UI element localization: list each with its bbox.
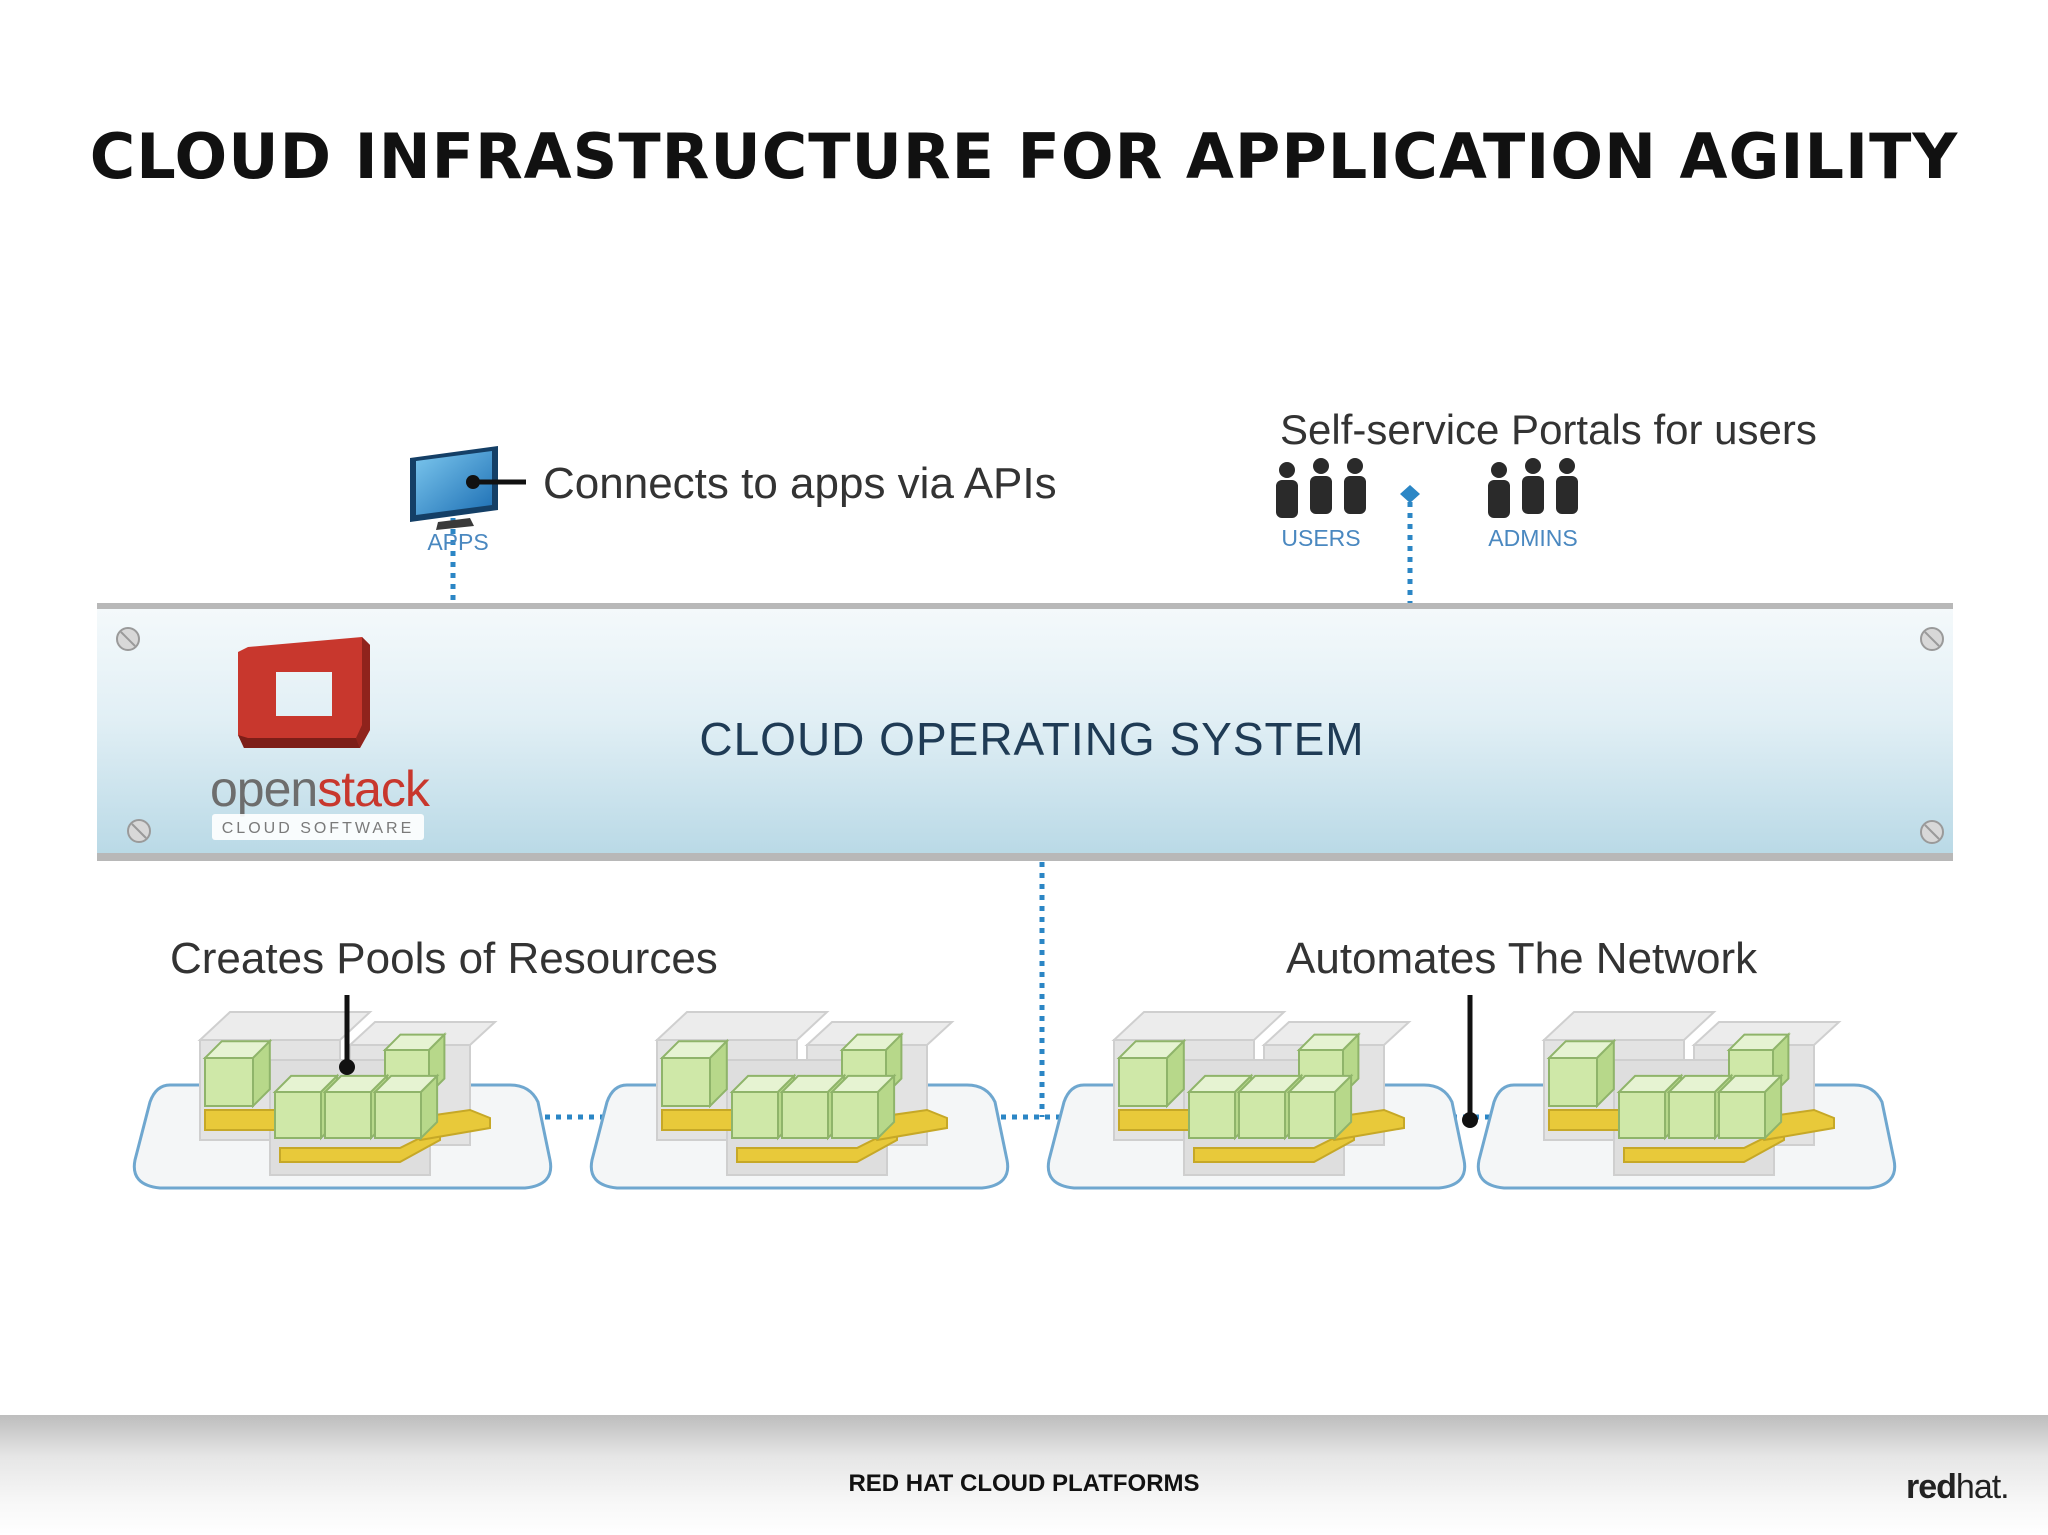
core-label: CLOUD OPERATING SYSTEM bbox=[699, 713, 1364, 765]
pools-callout-dot bbox=[339, 1059, 355, 1075]
portal-connector-diamond bbox=[1400, 485, 1420, 503]
openstack-tagline: CLOUD SOFTWARE bbox=[222, 820, 415, 837]
pools-callout: Creates Pools of Resources bbox=[170, 934, 718, 983]
cube-icon bbox=[829, 1073, 897, 1141]
footer-text: RED HAT CLOUD PLATFORMS bbox=[848, 1470, 1200, 1497]
slide-title: CLOUD INFRASTRUCTURE FOR APPLICATION AGI… bbox=[89, 120, 1959, 193]
network-callout: Automates The Network bbox=[1286, 934, 1758, 983]
footer-band bbox=[0, 1415, 2048, 1535]
openstack-logo: openstack CLOUD SOFTWARE bbox=[210, 637, 432, 840]
portals-callout: Self-service Portals for users bbox=[1280, 406, 1817, 453]
resource-pool bbox=[589, 1011, 1010, 1190]
apps-callout-dot bbox=[466, 475, 480, 489]
users-label: USERS bbox=[1281, 525, 1360, 551]
network-callout-dot bbox=[1462, 1112, 1478, 1128]
person-icon bbox=[1556, 458, 1578, 514]
cube-icon bbox=[202, 1038, 273, 1109]
person-icon bbox=[1276, 462, 1298, 518]
svg-text:openstack: openstack bbox=[210, 761, 431, 817]
openstack-mark-icon bbox=[238, 637, 370, 748]
resource-pool bbox=[1476, 1011, 1897, 1190]
resource-pool bbox=[132, 1011, 553, 1190]
redhat-wordmark-red: red bbox=[1906, 1468, 1957, 1506]
cube-icon bbox=[372, 1073, 440, 1141]
resource-pool bbox=[1046, 1011, 1467, 1190]
cube-icon bbox=[659, 1038, 730, 1109]
cube-icon bbox=[1286, 1073, 1354, 1141]
person-icon bbox=[1310, 458, 1332, 514]
resource-pools bbox=[132, 1011, 1897, 1190]
users-icon bbox=[1276, 458, 1366, 518]
cube-icon bbox=[1716, 1073, 1784, 1141]
apps-monitor-icon bbox=[410, 446, 498, 530]
redhat-wordmark: redhat. bbox=[1906, 1468, 2010, 1507]
openstack-word-open: open bbox=[210, 761, 317, 817]
apps-callout: Connects to apps via APIs bbox=[543, 459, 1057, 508]
redhat-wordmark-hat: hat. bbox=[1955, 1468, 2010, 1506]
openstack-word-stack: stack bbox=[317, 761, 431, 817]
person-icon bbox=[1344, 458, 1366, 514]
admins-label: ADMINS bbox=[1488, 525, 1577, 551]
cube-icon bbox=[1116, 1038, 1187, 1109]
apps-label: APPS bbox=[427, 529, 488, 555]
person-icon bbox=[1488, 462, 1510, 518]
cube-icon bbox=[1546, 1038, 1617, 1109]
admins-icon bbox=[1488, 458, 1578, 518]
person-icon bbox=[1522, 458, 1544, 514]
